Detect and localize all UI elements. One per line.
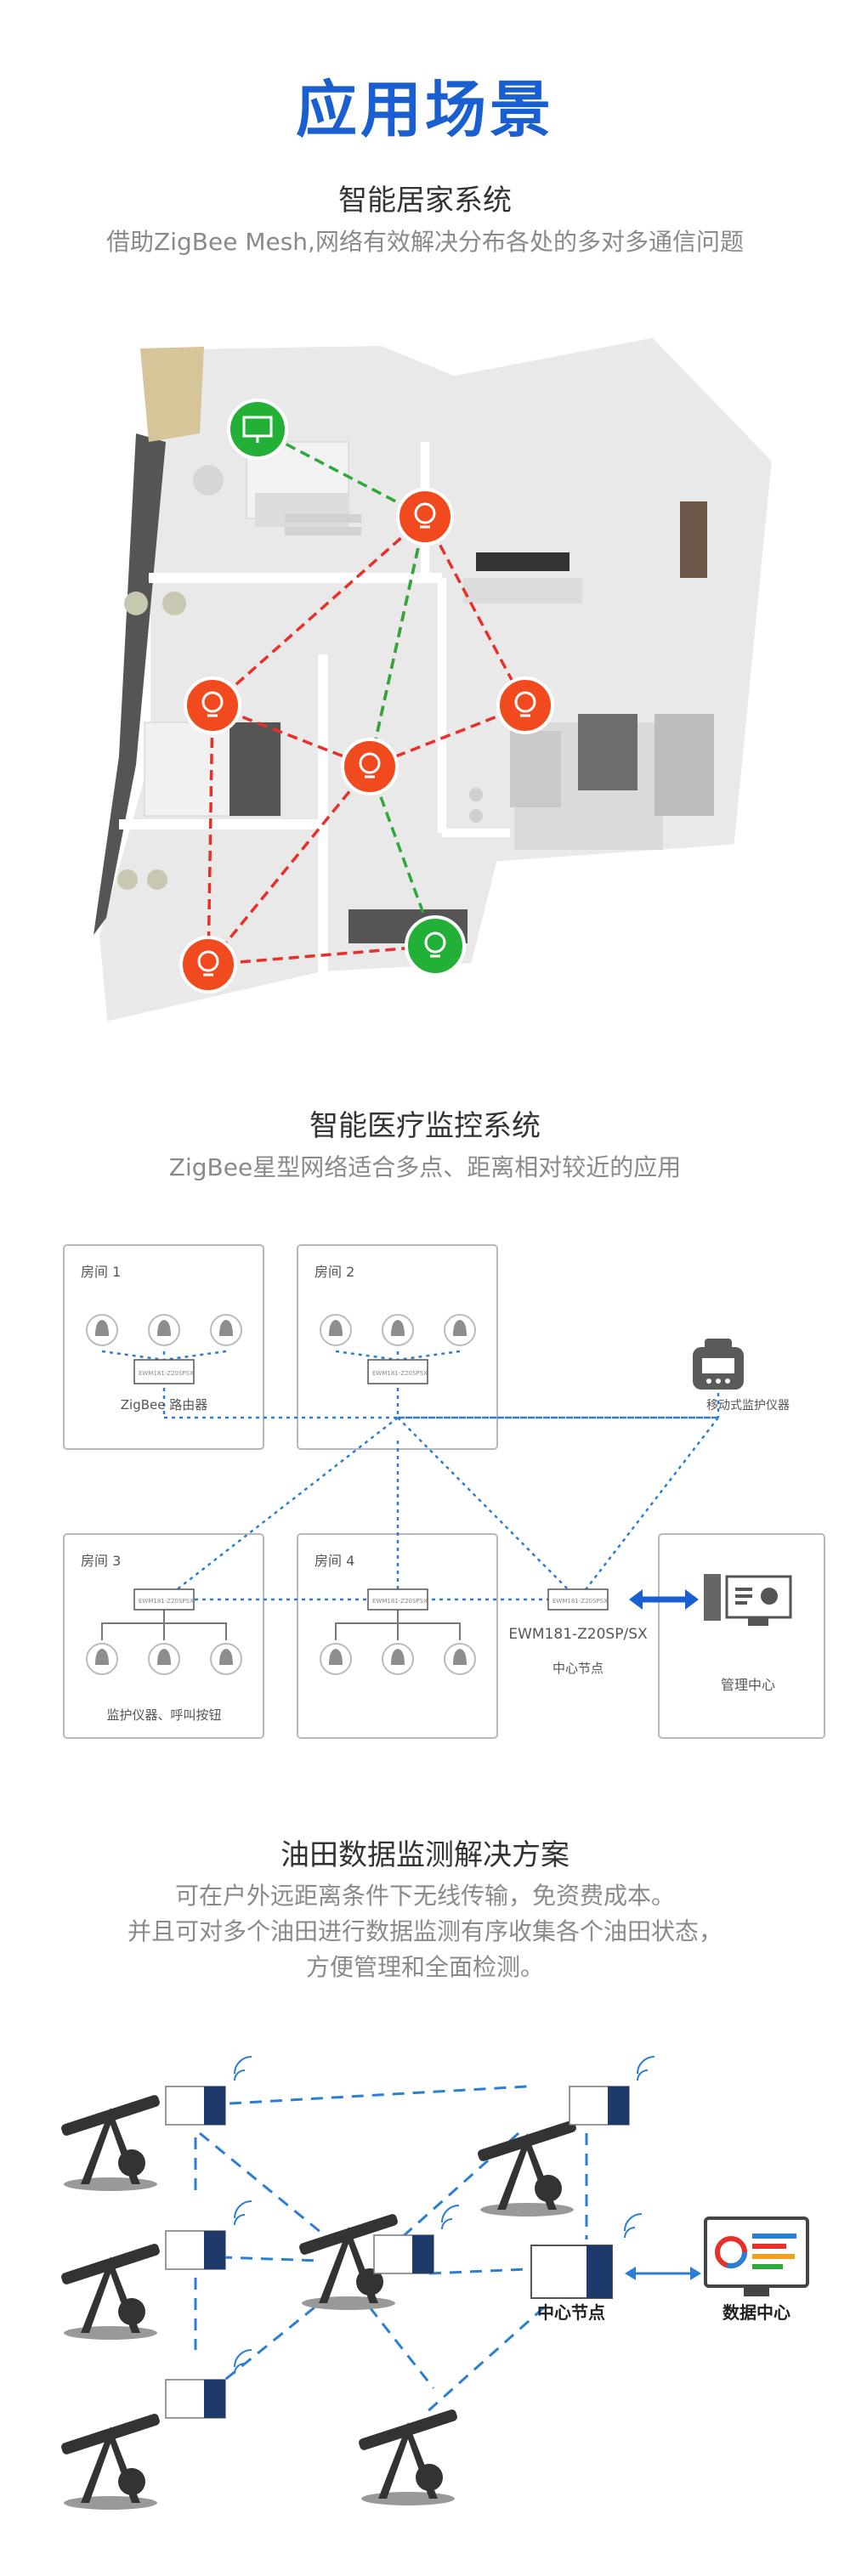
bell-device-icon — [320, 1643, 352, 1675]
oil-pump-icon — [299, 2214, 398, 2310]
center-node-label-oil: 中心节点 — [537, 2302, 605, 2323]
bell-device-icon — [210, 1643, 242, 1675]
page-title: 应用场景 — [295, 74, 554, 145]
oil-pump-icon — [359, 2409, 457, 2505]
section-subtitle-oilfield-3: 方便管理和全面检测。 — [305, 1953, 544, 1981]
bell-device-icon — [148, 1314, 180, 1346]
svg-text:EWM181-Z20SPSX: EWM181-Z20SPSX — [372, 1598, 428, 1605]
medical-network-diagram: 房间 1 房间 2 房间 3 房间 4 — [63, 1244, 825, 1739]
room-label-1: 房间 1 — [81, 1264, 121, 1280]
bell-device-icon — [320, 1314, 352, 1346]
monitor-node-icon — [227, 399, 288, 460]
section-title-medical: 智能医疗监控系统 — [309, 1109, 541, 1143]
bell-device-icon — [86, 1314, 118, 1346]
data-center-monitor-icon — [704, 2216, 809, 2296]
center-module-icon — [530, 2213, 643, 2299]
section-title-smart-home: 智能居家系统 — [338, 184, 512, 218]
management-center-label: 管理中心 — [721, 1677, 775, 1693]
management-box — [658, 1533, 825, 1739]
devices-label: 监护仪器、呼叫按钮 — [106, 1707, 221, 1723]
wireless-module-icon — [165, 2056, 252, 2126]
double-arrow-icon — [629, 1589, 699, 1610]
section-subtitle-medical: ZigBee星型网络适合多点、距离相对较近的应用 — [168, 1153, 682, 1181]
room-label-3: 房间 3 — [81, 1553, 121, 1569]
room-label-4: 房间 4 — [314, 1553, 354, 1569]
bulb-node-icon — [341, 738, 399, 795]
zigbee-module-room1: EWM181-Z20SPSX — [133, 1359, 195, 1384]
wireless-module-icon — [165, 2200, 252, 2270]
room-label-2: 房间 2 — [314, 1264, 354, 1280]
bulb-node-icon — [184, 677, 241, 734]
oilfield-network-diagram: 中心节点 数据中心 — [61, 2056, 809, 2510]
bulb-node-icon — [179, 936, 237, 994]
router-label: ZigBee 路由器 — [121, 1397, 207, 1413]
center-node-label: 中心节点 — [552, 1661, 604, 1676]
smart-home-floorplan — [87, 325, 785, 1036]
zigbee-module-room3: EWM181-Z20SPSX — [133, 1588, 195, 1611]
mobile-monitor-icon — [693, 1339, 744, 1390]
bell-device-icon — [148, 1643, 180, 1675]
data-center-label: 数据中心 — [722, 2302, 790, 2323]
bell-device-icon — [444, 1643, 476, 1675]
svg-text:EWM181-Z20SPSX: EWM181-Z20SPSX — [139, 1370, 194, 1377]
svg-text:EWM181-Z20SPSX: EWM181-Z20SPSX — [372, 1370, 428, 1377]
zigbee-module-room2: EWM181-Z20SPSX — [367, 1359, 428, 1384]
bell-device-icon — [86, 1643, 118, 1675]
room-1-box — [63, 1244, 264, 1450]
double-arrow-icon — [625, 2267, 701, 2280]
svg-text:EWM181-Z20SPSX: EWM181-Z20SPSX — [552, 1598, 608, 1605]
section-title-oilfield: 油田数据监测解决方案 — [280, 1838, 570, 1872]
bell-device-icon — [210, 1314, 242, 1346]
bell-device-icon — [382, 1314, 414, 1346]
wireless-module-icon — [373, 2205, 460, 2274]
wireless-module-icon — [165, 2349, 252, 2419]
svg-text:EWM181-Z20SPSX: EWM181-Z20SPSX — [139, 1598, 194, 1605]
oil-pump-icon — [61, 2244, 160, 2340]
wireless-module-icon — [569, 2056, 655, 2126]
section-subtitle-oilfield-1: 可在户外远距离条件下无线传输，免资费成本。 — [174, 1882, 675, 1910]
bulb-node-green-icon — [405, 915, 466, 977]
bulb-node-icon — [496, 677, 554, 734]
oil-pump-icon — [478, 2120, 576, 2216]
bell-device-icon — [382, 1643, 414, 1675]
section-subtitle-oilfield-2: 并且可对多个油田进行数据监测有序收集各个油田状态， — [127, 1917, 722, 1945]
section-subtitle-smart-home: 借助ZigBee Mesh,网络有效解决分布各处的多对多通信问题 — [106, 228, 744, 256]
management-computer-icon — [704, 1574, 792, 1626]
bell-device-icon — [444, 1314, 476, 1346]
center-model-label: EWM181-Z20SP/SX — [508, 1626, 648, 1643]
zigbee-module-center: EWM181-Z20SPSX — [547, 1588, 609, 1611]
oil-pump-icon — [61, 2095, 160, 2191]
bulb-node-icon — [396, 488, 454, 546]
oil-pump-icon — [61, 2414, 160, 2510]
mobile-monitor-label: 移动式监护仪器 — [706, 1399, 790, 1413]
zigbee-module-room4: EWM181-Z20SPSX — [367, 1588, 428, 1611]
